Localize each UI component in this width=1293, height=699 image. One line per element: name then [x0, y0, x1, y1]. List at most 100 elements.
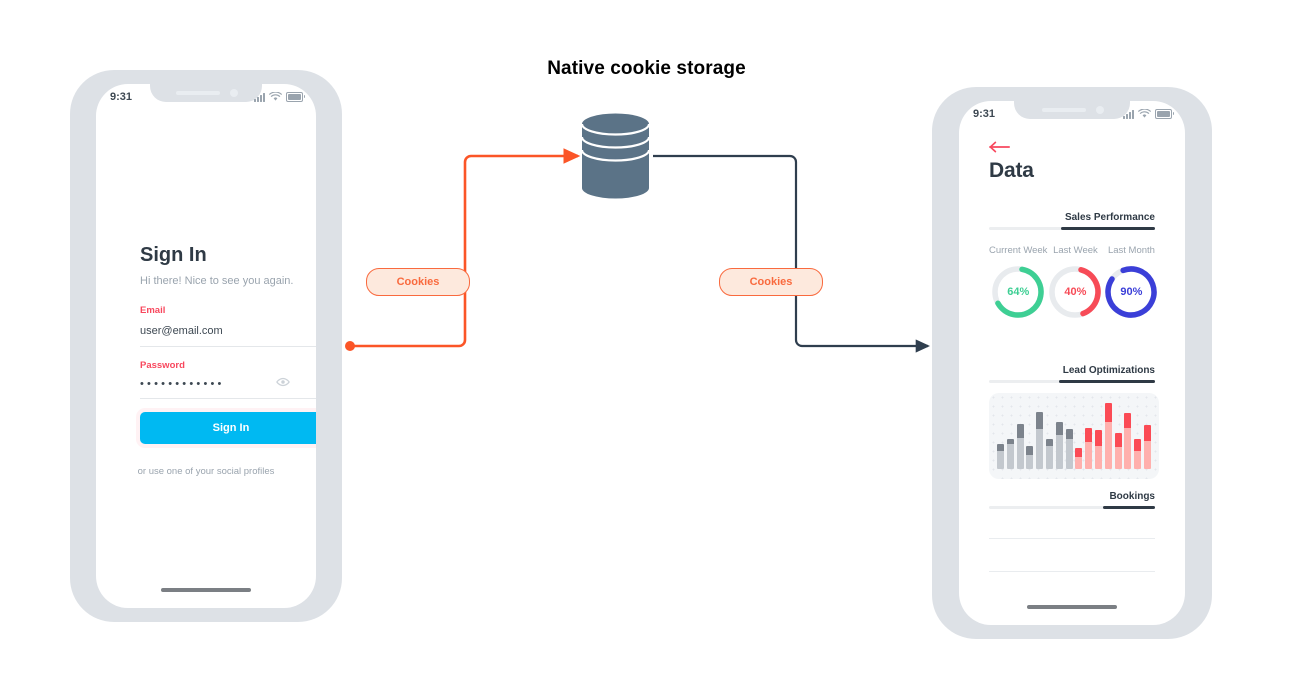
- bar-segment-base: [1065, 439, 1073, 469]
- bar-1[interactable]: [997, 444, 1004, 469]
- email-underline: [140, 346, 316, 347]
- bar-segment-top: [1026, 445, 1034, 455]
- bar-15[interactable]: [1134, 439, 1142, 469]
- status-icons: [254, 92, 305, 102]
- flow-path-outgoing: [350, 148, 581, 348]
- donut-value: 90%: [1120, 286, 1143, 298]
- bar-9[interactable]: [1075, 448, 1083, 469]
- bar-segment-top: [1143, 425, 1151, 441]
- bar-segment-base: [1114, 447, 1122, 469]
- donut-last-month[interactable]: Last Month 90%: [1103, 245, 1159, 320]
- donut-caption: Last Month: [1107, 245, 1155, 256]
- bar-segment-top: [1016, 423, 1024, 438]
- bar-segment-base: [1104, 422, 1112, 469]
- tab-underline-lead: [989, 380, 1155, 383]
- bar-segment-base: [1055, 435, 1063, 469]
- donut-caption: Current Week: [989, 245, 1048, 256]
- notch: [1014, 101, 1130, 119]
- donut-ring: 64%: [990, 264, 1046, 320]
- left-phone-frame: 9:31 Sign In Hi there! Nice to see you a…: [70, 70, 342, 622]
- bar-10[interactable]: [1085, 427, 1093, 469]
- bookings-gridline: [989, 571, 1155, 572]
- bar-segment-base: [1134, 450, 1142, 469]
- bar-segment-top: [1094, 430, 1102, 446]
- bar-6[interactable]: [1045, 439, 1053, 469]
- bar-5[interactable]: [1036, 412, 1044, 469]
- bar-segment-top: [1045, 439, 1053, 446]
- speaker-icon: [176, 91, 220, 95]
- donut-value: 64%: [1007, 286, 1030, 298]
- email-field[interactable]: user@email.com: [140, 325, 223, 337]
- bar-segment-base: [1026, 454, 1034, 469]
- tab-label: Sales Performance: [1064, 212, 1155, 223]
- bar-4[interactable]: [1026, 445, 1034, 469]
- status-time: 9:31: [110, 91, 133, 103]
- battery-icon: [286, 92, 305, 102]
- wifi-icon: [1138, 109, 1151, 118]
- donut-chart-icon: [1105, 266, 1158, 318]
- flow-path-incoming: [653, 154, 930, 353]
- tab-lead-optimizations[interactable]: Lead Optimizations: [1063, 360, 1185, 378]
- tab-bookings[interactable]: Bookings: [1109, 486, 1185, 504]
- bar-12[interactable]: [1104, 403, 1112, 469]
- donut-chart-icon: [1049, 266, 1102, 318]
- bar-segment-base: [1045, 445, 1053, 469]
- right-phone-screen: 9:31 Data Sales Performance: [959, 101, 1185, 625]
- bar-segment-base: [1075, 457, 1083, 469]
- donut-chart-icon: [992, 266, 1044, 318]
- donut-ring: 90%: [1103, 264, 1159, 320]
- donut-current-week[interactable]: Current Week 64%: [989, 245, 1047, 320]
- tab-label: Bookings: [1109, 491, 1155, 502]
- flow-origin-dot: [345, 341, 355, 351]
- signal-bars-icon: [254, 92, 265, 102]
- home-indicator[interactable]: [161, 588, 251, 592]
- cookies-badge-right[interactable]: Cookies: [719, 268, 823, 296]
- page-title: Native cookie storage: [547, 58, 746, 79]
- tab-sales-performance[interactable]: Sales Performance: [1065, 207, 1185, 225]
- left-status-bar: 9:31: [96, 84, 316, 110]
- battery-icon: [1155, 109, 1174, 119]
- eye-icon[interactable]: [276, 375, 290, 389]
- bar-segment-base: [1143, 440, 1151, 469]
- bar-16[interactable]: [1143, 425, 1151, 469]
- notch: [150, 84, 262, 102]
- password-field[interactable]: ••••••••••••: [140, 378, 225, 390]
- bar-2[interactable]: [1006, 438, 1014, 469]
- front-camera-icon: [1096, 106, 1104, 114]
- bar-segment-base: [1124, 427, 1132, 469]
- social-profiles-text: or use one of your social profiles: [137, 466, 275, 477]
- cookies-badge-left[interactable]: Cookies: [366, 268, 470, 296]
- bar-7[interactable]: [1055, 422, 1063, 469]
- bar-8[interactable]: [1065, 428, 1073, 469]
- signin-subtitle: Hi there! Nice to see you again.: [140, 275, 294, 287]
- database-cylinder-icon: [580, 113, 651, 199]
- speaker-icon: [1042, 108, 1086, 112]
- bar-segment-base: [1094, 445, 1102, 469]
- back-arrow-icon[interactable]: [989, 141, 1011, 153]
- bar-3[interactable]: [1016, 423, 1024, 469]
- tab-underline-sales: [989, 227, 1155, 230]
- password-label: Password: [140, 360, 185, 371]
- bookings-gridline: [989, 538, 1155, 539]
- email-label: Email: [140, 305, 166, 316]
- tab-label: Lead Optimizations: [1062, 365, 1155, 376]
- bar-segment-base: [1006, 444, 1014, 469]
- data-heading: Data: [989, 159, 1034, 182]
- bar-11[interactable]: [1094, 430, 1102, 469]
- bar-13[interactable]: [1114, 432, 1122, 469]
- bar-segment-top: [1124, 413, 1132, 428]
- sign-in-button[interactable]: Sign In: [140, 412, 316, 444]
- home-indicator[interactable]: [1027, 605, 1117, 609]
- donut-last-week[interactable]: Last Week 40%: [1047, 245, 1103, 320]
- signal-bars-icon: [1123, 109, 1134, 119]
- status-time: 9:31: [973, 108, 996, 120]
- signin-heading: Sign In: [140, 244, 207, 266]
- bar-segment-top: [1055, 422, 1063, 436]
- bar-group: [997, 403, 1151, 469]
- bar-segment-top: [1085, 427, 1093, 442]
- status-icons: [1123, 109, 1174, 119]
- bar-14[interactable]: [1124, 413, 1132, 469]
- bar-segment-base: [997, 450, 1004, 469]
- bar-segment-top: [1065, 428, 1073, 440]
- bar-segment-top: [1036, 412, 1044, 429]
